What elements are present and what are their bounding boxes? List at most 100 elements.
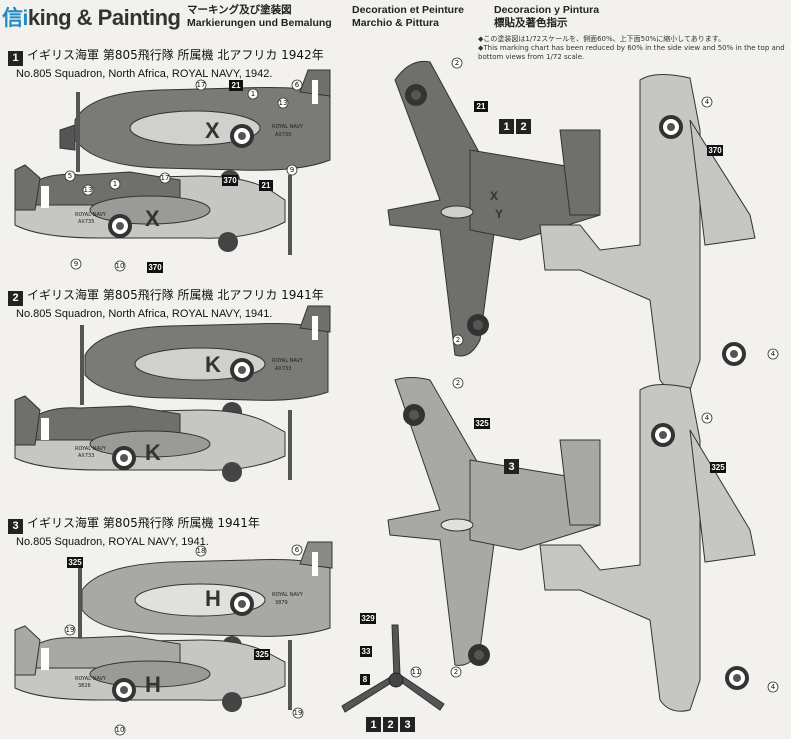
serial-number: AX735	[275, 132, 291, 138]
scale-note-jp: ◆この塗装図は1/72スケールを、側面60%、上下面50%に縮小してあります。	[478, 35, 726, 43]
scheme-1-en: No.805 Squadron, North Africa, ROYAL NAV…	[16, 68, 273, 80]
title-de: Markierungen und Bemalung	[187, 17, 332, 29]
svg-text:21: 21	[232, 81, 241, 90]
svg-text:1: 1	[113, 180, 117, 188]
svg-text:9: 9	[74, 260, 78, 268]
svg-text:2: 2	[455, 59, 459, 67]
title-jp: マーキング及び塗装図	[187, 4, 292, 16]
svg-text:325: 325	[711, 463, 725, 472]
svg-text:10: 10	[116, 726, 125, 734]
svg-text:4: 4	[771, 683, 776, 691]
top-view-label-12: 1 2	[499, 119, 531, 134]
scheme-2-side-view-left: K ROYAL NAVY AX733	[80, 305, 331, 422]
svg-text:H: H	[145, 672, 161, 697]
serial-label: ROYAL NAVY	[272, 124, 304, 130]
svg-text:X: X	[490, 189, 498, 203]
svg-text:ROYAL NAVY: ROYAL NAVY	[75, 676, 107, 682]
svg-text:1: 1	[251, 90, 255, 98]
scheme-3-heading: 3 イギリス海軍 第805飛行隊 所属機 1941年 No.805 Squadro…	[8, 514, 260, 548]
svg-text:Y: Y	[495, 207, 503, 221]
scheme-1-side-view-left: X ROYAL NAVY AX735	[59, 69, 331, 190]
svg-text:2: 2	[456, 336, 460, 344]
title-es: Decoracion y Pintura	[494, 4, 600, 16]
svg-text:2: 2	[456, 379, 460, 387]
svg-text:4: 4	[705, 98, 710, 106]
title-cn: 標貼及著色指示	[494, 17, 568, 29]
svg-text:X: X	[145, 206, 160, 231]
scheme-2-jp: イギリス海軍 第805飛行隊 所属機 北アフリカ 1941年	[27, 288, 324, 302]
svg-text:19: 19	[294, 709, 303, 717]
scheme-2-en: No.805 Squadron, North Africa, ROYAL NAV…	[16, 308, 273, 320]
svg-text:4: 4	[771, 350, 776, 358]
bottom-view-12	[539, 74, 756, 392]
svg-text:10: 10	[116, 262, 125, 270]
svg-text:370: 370	[223, 176, 237, 185]
svg-text:4: 4	[705, 414, 710, 422]
svg-text:325: 325	[255, 650, 269, 659]
svg-text:2: 2	[454, 668, 458, 676]
code-letter: X	[205, 118, 220, 143]
top-view-label-3: 3	[504, 459, 519, 474]
scale-note: ◆この塗装図は1/72スケールを、側面60%、上下面50%に縮小してあります。 …	[478, 35, 788, 62]
prop-label-1: 1	[370, 719, 376, 731]
chart-title: 信iking & Painting	[2, 2, 181, 32]
svg-text:370: 370	[708, 146, 722, 155]
serial-number-4: 3826	[78, 683, 91, 689]
top-label-2: 2	[520, 121, 526, 133]
bottom-view-3	[539, 384, 756, 712]
svg-text:ROYAL NAVY: ROYAL NAVY	[272, 592, 304, 598]
svg-text:33: 33	[362, 647, 371, 656]
svg-text:5: 5	[68, 172, 72, 180]
prop-label-3: 3	[404, 719, 410, 731]
scheme-2-number: 2	[8, 291, 23, 306]
logo: 信i	[2, 7, 28, 30]
svg-text:18: 18	[197, 547, 206, 555]
svg-text:21: 21	[262, 181, 271, 190]
scheme-1-number: 1	[8, 51, 23, 66]
serial-number-3: 3879	[275, 600, 288, 606]
scheme-3-number: 3	[8, 519, 23, 534]
svg-text:21: 21	[477, 102, 486, 111]
svg-text:K: K	[145, 440, 161, 465]
svg-text:AX733: AX733	[78, 453, 94, 459]
svg-text:17: 17	[197, 81, 206, 89]
serial-number-2: AX733	[275, 366, 291, 372]
svg-text:17: 17	[161, 174, 170, 182]
code-letter-h: H	[205, 586, 221, 611]
svg-text:325: 325	[68, 558, 82, 567]
title-text: king & Painting	[27, 5, 181, 30]
fin-flash	[312, 80, 318, 104]
svg-text:370: 370	[148, 263, 162, 272]
svg-text:11: 11	[412, 668, 421, 676]
title-fr: Decoration et Peinture	[352, 4, 465, 16]
code-letter-k: K	[205, 352, 221, 377]
svg-text:ROYAL NAVY: ROYAL NAVY	[75, 446, 107, 452]
top-label-1: 1	[503, 121, 509, 133]
svg-text:AX735: AX735	[78, 219, 94, 225]
scheme-3-jp: イギリス海軍 第805飛行隊 所属機 1941年	[27, 516, 260, 530]
svg-text:13: 13	[84, 186, 93, 194]
svg-text:325: 325	[475, 419, 489, 428]
scale-note-en: ◆This marking chart has been reduced by …	[478, 44, 785, 61]
svg-text:13: 13	[279, 99, 288, 107]
svg-text:6: 6	[295, 546, 300, 554]
svg-text:ROYAL NAVY: ROYAL NAVY	[75, 212, 107, 218]
title-es-cn: Decoracion y Pintura 標貼及著色指示	[494, 4, 599, 30]
scheme-3-en: No.805 Squadron, ROYAL NAVY, 1941.	[16, 536, 209, 548]
title-it: Marchio & Pittura	[352, 17, 439, 29]
svg-text:ROYAL NAVY: ROYAL NAVY	[272, 358, 304, 364]
top-view-12: X Y	[387, 60, 601, 357]
svg-text:9: 9	[290, 166, 294, 174]
propeller-diagram: 329 33 8 11 1 2 3	[341, 613, 445, 732]
svg-text:329: 329	[361, 614, 375, 623]
scheme-2-heading: 2 イギリス海軍 第805飛行隊 所属機 北アフリカ 1941年 No.805 S…	[8, 286, 324, 320]
svg-text:8: 8	[363, 675, 368, 684]
title-fr-it: Decoration et Peinture Marchio & Pittura	[352, 4, 464, 30]
top-view-3	[387, 377, 601, 666]
top-label-3: 3	[508, 461, 514, 473]
